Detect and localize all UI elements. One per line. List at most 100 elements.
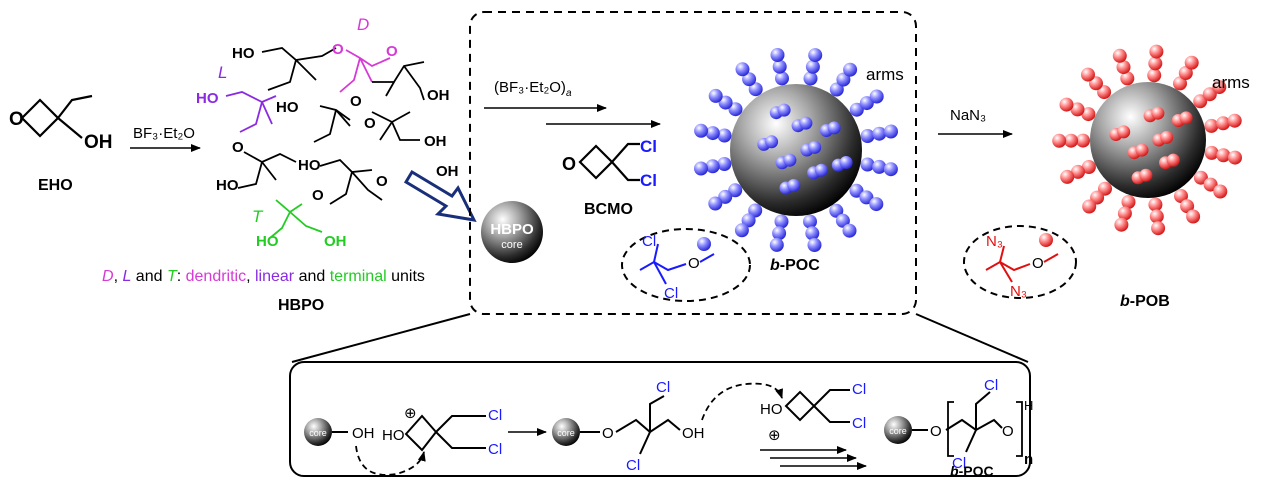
arm-bead	[769, 237, 784, 252]
pob-unit-bead	[1039, 233, 1053, 247]
arm-bead	[829, 82, 844, 97]
bcmo-cl-2: Cl	[640, 171, 657, 190]
arm-bead	[1213, 184, 1228, 199]
arm-bead	[1082, 199, 1097, 214]
arm-bead	[1121, 195, 1136, 209]
arm-bead	[718, 189, 733, 204]
arm-bead	[734, 223, 749, 238]
pob-repeat-unit-ellipse	[963, 225, 1077, 299]
mech-curved-arrow-2	[701, 382, 783, 421]
hbpo-oh-1: OH	[427, 87, 450, 104]
arm-bead	[1228, 150, 1242, 165]
arm-bead	[1081, 160, 1096, 174]
legend-and1: and	[131, 268, 167, 285]
zoom-line-right	[915, 313, 1029, 363]
mech-ho-2: HO	[760, 401, 783, 418]
legend-terminal: terminal	[330, 268, 387, 285]
arm-bead	[1204, 118, 1219, 133]
step2-reagent-sub: a	[566, 88, 572, 99]
mech-poc-label: b-POC	[950, 463, 994, 479]
pob-core-sphere	[1090, 82, 1206, 198]
surface-bead	[765, 135, 779, 149]
mech-cl-3: Cl	[656, 379, 670, 396]
units-legend: D, L and T: dendritic, linear and termin…	[102, 268, 425, 285]
poc-unit-bead	[697, 237, 711, 251]
mech-core-label-1: core	[309, 428, 327, 438]
arm-bead	[1059, 97, 1074, 112]
pob-unit-n3-2: N₃	[1010, 283, 1027, 300]
arm-bead	[708, 88, 723, 103]
legend-sep1: ,	[114, 268, 123, 285]
arm-bead	[1148, 197, 1163, 212]
arm-bead	[1212, 80, 1227, 95]
arm-bead	[1227, 113, 1242, 128]
arm-bead	[807, 238, 822, 252]
arm-bead	[1216, 148, 1231, 163]
arm-bead	[805, 59, 820, 74]
arm-bead	[1174, 189, 1188, 203]
eho-hydroxyl: OH	[84, 132, 113, 153]
arm-bead	[829, 203, 844, 218]
surface-bead	[1151, 106, 1165, 120]
bcmo-cl-1: Cl	[640, 137, 657, 156]
arm-bead	[717, 157, 732, 171]
arm-bead	[836, 72, 851, 87]
arm-bead	[1081, 107, 1096, 122]
eho-structure	[20, 94, 93, 139]
mech-n: n	[1024, 451, 1033, 468]
core-sphere-label: HBPO	[490, 221, 534, 238]
surface-bead	[783, 153, 797, 167]
poc-surface-beads	[757, 103, 853, 195]
mech-cl-5: Cl	[852, 381, 866, 398]
mech-core-sphere-2	[552, 418, 580, 446]
arm-bead	[1186, 209, 1201, 224]
mech-cl-7: Cl	[984, 377, 998, 394]
step2-reagent-main: (BF₃·Et₂O)	[494, 79, 566, 96]
surface-bead	[1166, 153, 1180, 167]
arm-bead	[1173, 76, 1187, 91]
pob-arms-label: arms	[1212, 73, 1250, 92]
arm-bead	[869, 197, 884, 212]
poc-label-prefix: b	[770, 257, 780, 274]
arm-bead	[774, 214, 789, 229]
mech-core-label-2: core	[557, 428, 575, 438]
poc-core-sphere	[730, 84, 862, 216]
hollow-arrow	[403, 169, 477, 222]
legend-units: units	[387, 268, 425, 285]
legend-d: D	[102, 268, 114, 285]
mech-core-label-3: core	[889, 426, 907, 436]
hbpo-core-sphere	[481, 201, 543, 263]
mech-h: H	[1024, 398, 1033, 413]
mech-cl-1: Cl	[488, 407, 502, 424]
poc-unit-cl-1: Cl	[642, 233, 656, 250]
surface-bead	[777, 103, 791, 117]
arm-bead	[808, 48, 823, 63]
hbpo-oh-2: OH	[424, 133, 447, 150]
arm-bead	[1117, 206, 1132, 221]
unit-bead	[697, 237, 711, 251]
eho-label: EHO	[38, 177, 73, 194]
arm-bead	[748, 203, 763, 218]
hbpo-structure	[225, 47, 425, 239]
arm-bead	[1116, 60, 1131, 75]
arm-bead	[1071, 164, 1085, 179]
hbpo-ho-5: HO	[216, 177, 239, 194]
mech-o-1: O	[602, 425, 614, 442]
hbpo-ho-1: HO	[232, 45, 255, 62]
unit-label-d: D	[357, 15, 369, 34]
legend-and2: and	[294, 268, 330, 285]
arm-bead	[1149, 209, 1164, 224]
arm-bead	[694, 161, 708, 176]
mech-ho-1: HO	[382, 427, 405, 444]
arm-bead	[772, 226, 787, 241]
hbpo-o-7: O	[312, 187, 324, 204]
mech-core-sphere-3	[884, 416, 912, 444]
arm-bead	[775, 71, 789, 86]
arm-bead	[770, 48, 785, 62]
arm-bead	[1052, 133, 1067, 148]
arm-bead	[1147, 68, 1162, 83]
mech-cl-4: Cl	[626, 457, 640, 474]
mech-o-3: O	[1002, 423, 1014, 440]
hbpo-ho-4: HO	[298, 157, 321, 174]
mech-oh-1: OH	[352, 425, 375, 442]
